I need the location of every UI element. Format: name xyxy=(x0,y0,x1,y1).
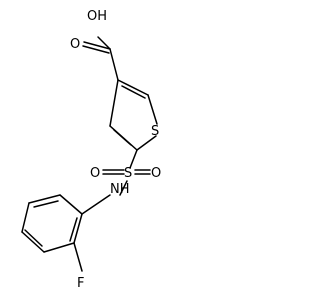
bond-c5-c6 xyxy=(28,194,61,204)
bond-c4-c3 xyxy=(109,79,119,127)
bond-n-ring xyxy=(81,194,111,215)
sulfonyl-oxygen-left-label: O xyxy=(90,166,100,181)
bond-c-oh xyxy=(97,36,111,50)
bond-c3-c2-inner xyxy=(121,85,146,99)
bond-c5-c6-inner xyxy=(33,200,59,208)
structure-diagram: OH O S S O O NH F xyxy=(21,9,161,291)
bond-s-n xyxy=(119,180,128,196)
bond-cooh-ring xyxy=(109,48,119,81)
bond-c6-c1 xyxy=(59,194,83,215)
bond-c-o-double-a xyxy=(83,41,111,50)
bond-c1-c2-inner xyxy=(69,217,78,242)
bond-c3-c4-inner xyxy=(24,229,43,247)
bond-c-f xyxy=(73,242,83,272)
bond-s-c5 xyxy=(136,135,157,151)
bond-c5-c4-inner xyxy=(113,129,132,146)
bond-ring-so2 xyxy=(129,149,138,169)
hydroxyl-label: OH xyxy=(87,9,107,24)
bond-c-o-double-b xyxy=(82,45,110,54)
bond-c1-c2 xyxy=(73,213,83,244)
bond-c2-c3 xyxy=(43,242,75,253)
carbonyl-oxygen-label: O xyxy=(70,37,80,52)
sulfonyl-oxygen-right-label: O xyxy=(151,166,161,181)
sulfonyl-sulfur-label: S xyxy=(124,166,132,181)
bond-c3-c4 xyxy=(21,231,45,253)
bond-c2-s xyxy=(147,94,158,125)
bond-c4-c5 xyxy=(21,202,30,233)
bond-c3-c2 xyxy=(117,79,149,96)
fluorine-label: F xyxy=(77,276,84,291)
amine-label: NH xyxy=(110,182,130,197)
ring-sulfur-label: S xyxy=(151,124,159,139)
